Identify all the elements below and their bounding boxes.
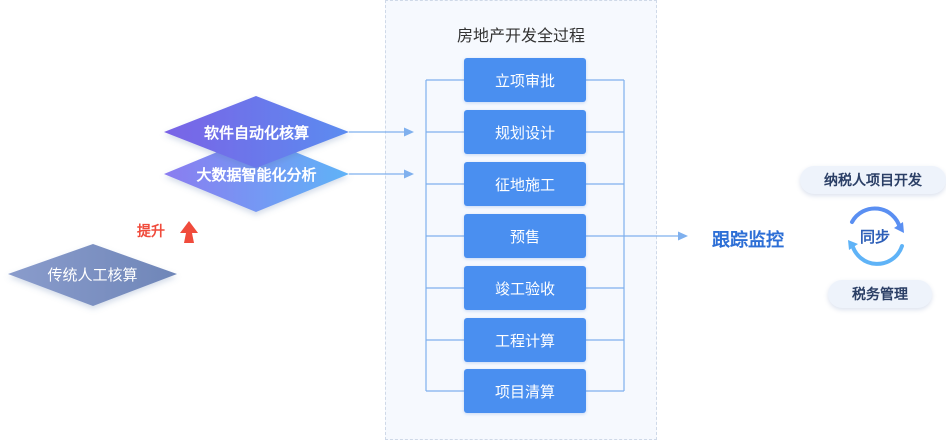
step-land-construction: 征地施工 bbox=[464, 162, 586, 206]
lift-arrow-icon bbox=[180, 221, 198, 243]
sync-cycle-icon bbox=[850, 206, 904, 266]
diamond-bigdata-shape bbox=[164, 136, 349, 212]
diamond-software-label: 软件自动化核算 bbox=[203, 123, 309, 142]
lift-label: 提升 bbox=[137, 224, 165, 240]
step-acceptance: 竣工验收 bbox=[464, 266, 586, 310]
step-settlement: 项目清算 bbox=[464, 369, 586, 413]
taxpayer-dev-pill: 纳税人项目开发 bbox=[800, 166, 946, 194]
sync-arrow-head-top bbox=[894, 222, 904, 233]
step-planning: 规划设计 bbox=[464, 110, 586, 154]
step-presale: 预售 bbox=[464, 214, 586, 258]
tax-management-pill: 税务管理 bbox=[828, 280, 932, 308]
step-engineering-calc: 工程计算 bbox=[464, 318, 586, 362]
sync-arrow-head-bottom bbox=[848, 240, 858, 250]
sync-label: 同步 bbox=[859, 228, 890, 246]
tracking-label: 跟踪监控 bbox=[712, 230, 784, 251]
panel-title: 房地产开发全过程 bbox=[456, 26, 585, 45]
step-approval: 立项审批 bbox=[464, 58, 586, 102]
diamond-traditional-label: 传统人工核算 bbox=[47, 265, 138, 284]
diamond-software-shape bbox=[164, 96, 349, 168]
diamond-bigdata-label: 大数据智能化分析 bbox=[196, 165, 317, 184]
diamond-traditional-shape bbox=[8, 244, 177, 306]
